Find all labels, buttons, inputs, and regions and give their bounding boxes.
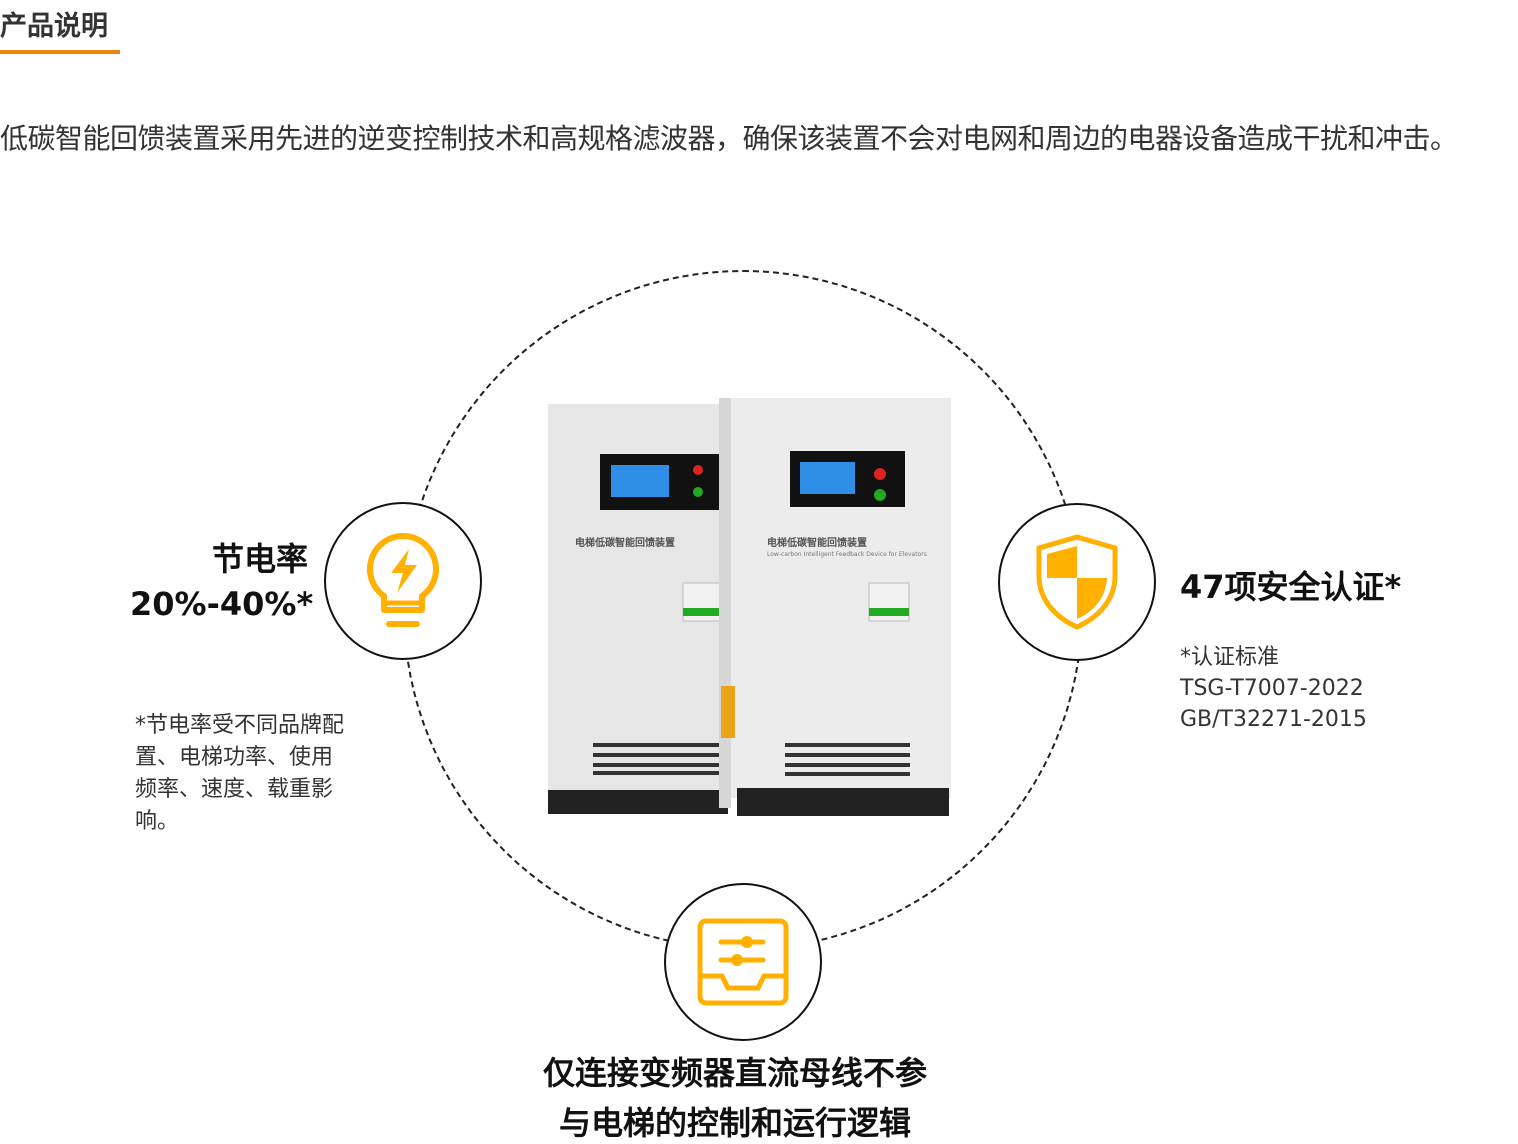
safety-icon-circle	[998, 503, 1156, 661]
product-description: 低碳智能回馈装置采用先进的逆变控制技术和高规格滤波器，确保该装置不会对电网和周边…	[0, 122, 1458, 155]
saving-title: 节电率	[212, 540, 309, 578]
standard-2: GB/T32271-2015	[1180, 707, 1367, 732]
lightbulb-bolt-icon	[366, 533, 440, 627]
connection-line1: 仅连接变频器直流母线不参	[542, 1054, 927, 1092]
section-title: 产品说明	[0, 11, 108, 42]
saving-icon-circle	[324, 502, 482, 660]
title-underline	[0, 50, 120, 54]
safety-title: 47项安全认证*	[1180, 568, 1402, 606]
product-label-en: Low-carbon Intelligent Feedback Device f…	[767, 551, 927, 558]
shield-icon	[1036, 534, 1118, 630]
saving-note: *节电率受不同品牌配置、电梯功率、使用频率、速度、载重影响。	[135, 713, 345, 834]
product-label-cn-back: 电梯低碳智能回馈装置	[575, 536, 675, 549]
saving-value: 20%-40%*	[130, 585, 314, 623]
sliders-tray-icon	[697, 918, 789, 1006]
safety-note-title: *认证标准	[1180, 645, 1280, 670]
product-label-cn: 电梯低碳智能回馈装置	[767, 536, 867, 549]
standard-1: TSG-T7007-2022	[1180, 676, 1364, 701]
connection-icon-circle	[664, 883, 822, 1041]
product-image: 电梯低碳智能回馈装置 Low-carbon Intelligent Feedba…	[548, 398, 951, 816]
connection-line2: 与电梯的控制和运行逻辑	[558, 1104, 911, 1142]
